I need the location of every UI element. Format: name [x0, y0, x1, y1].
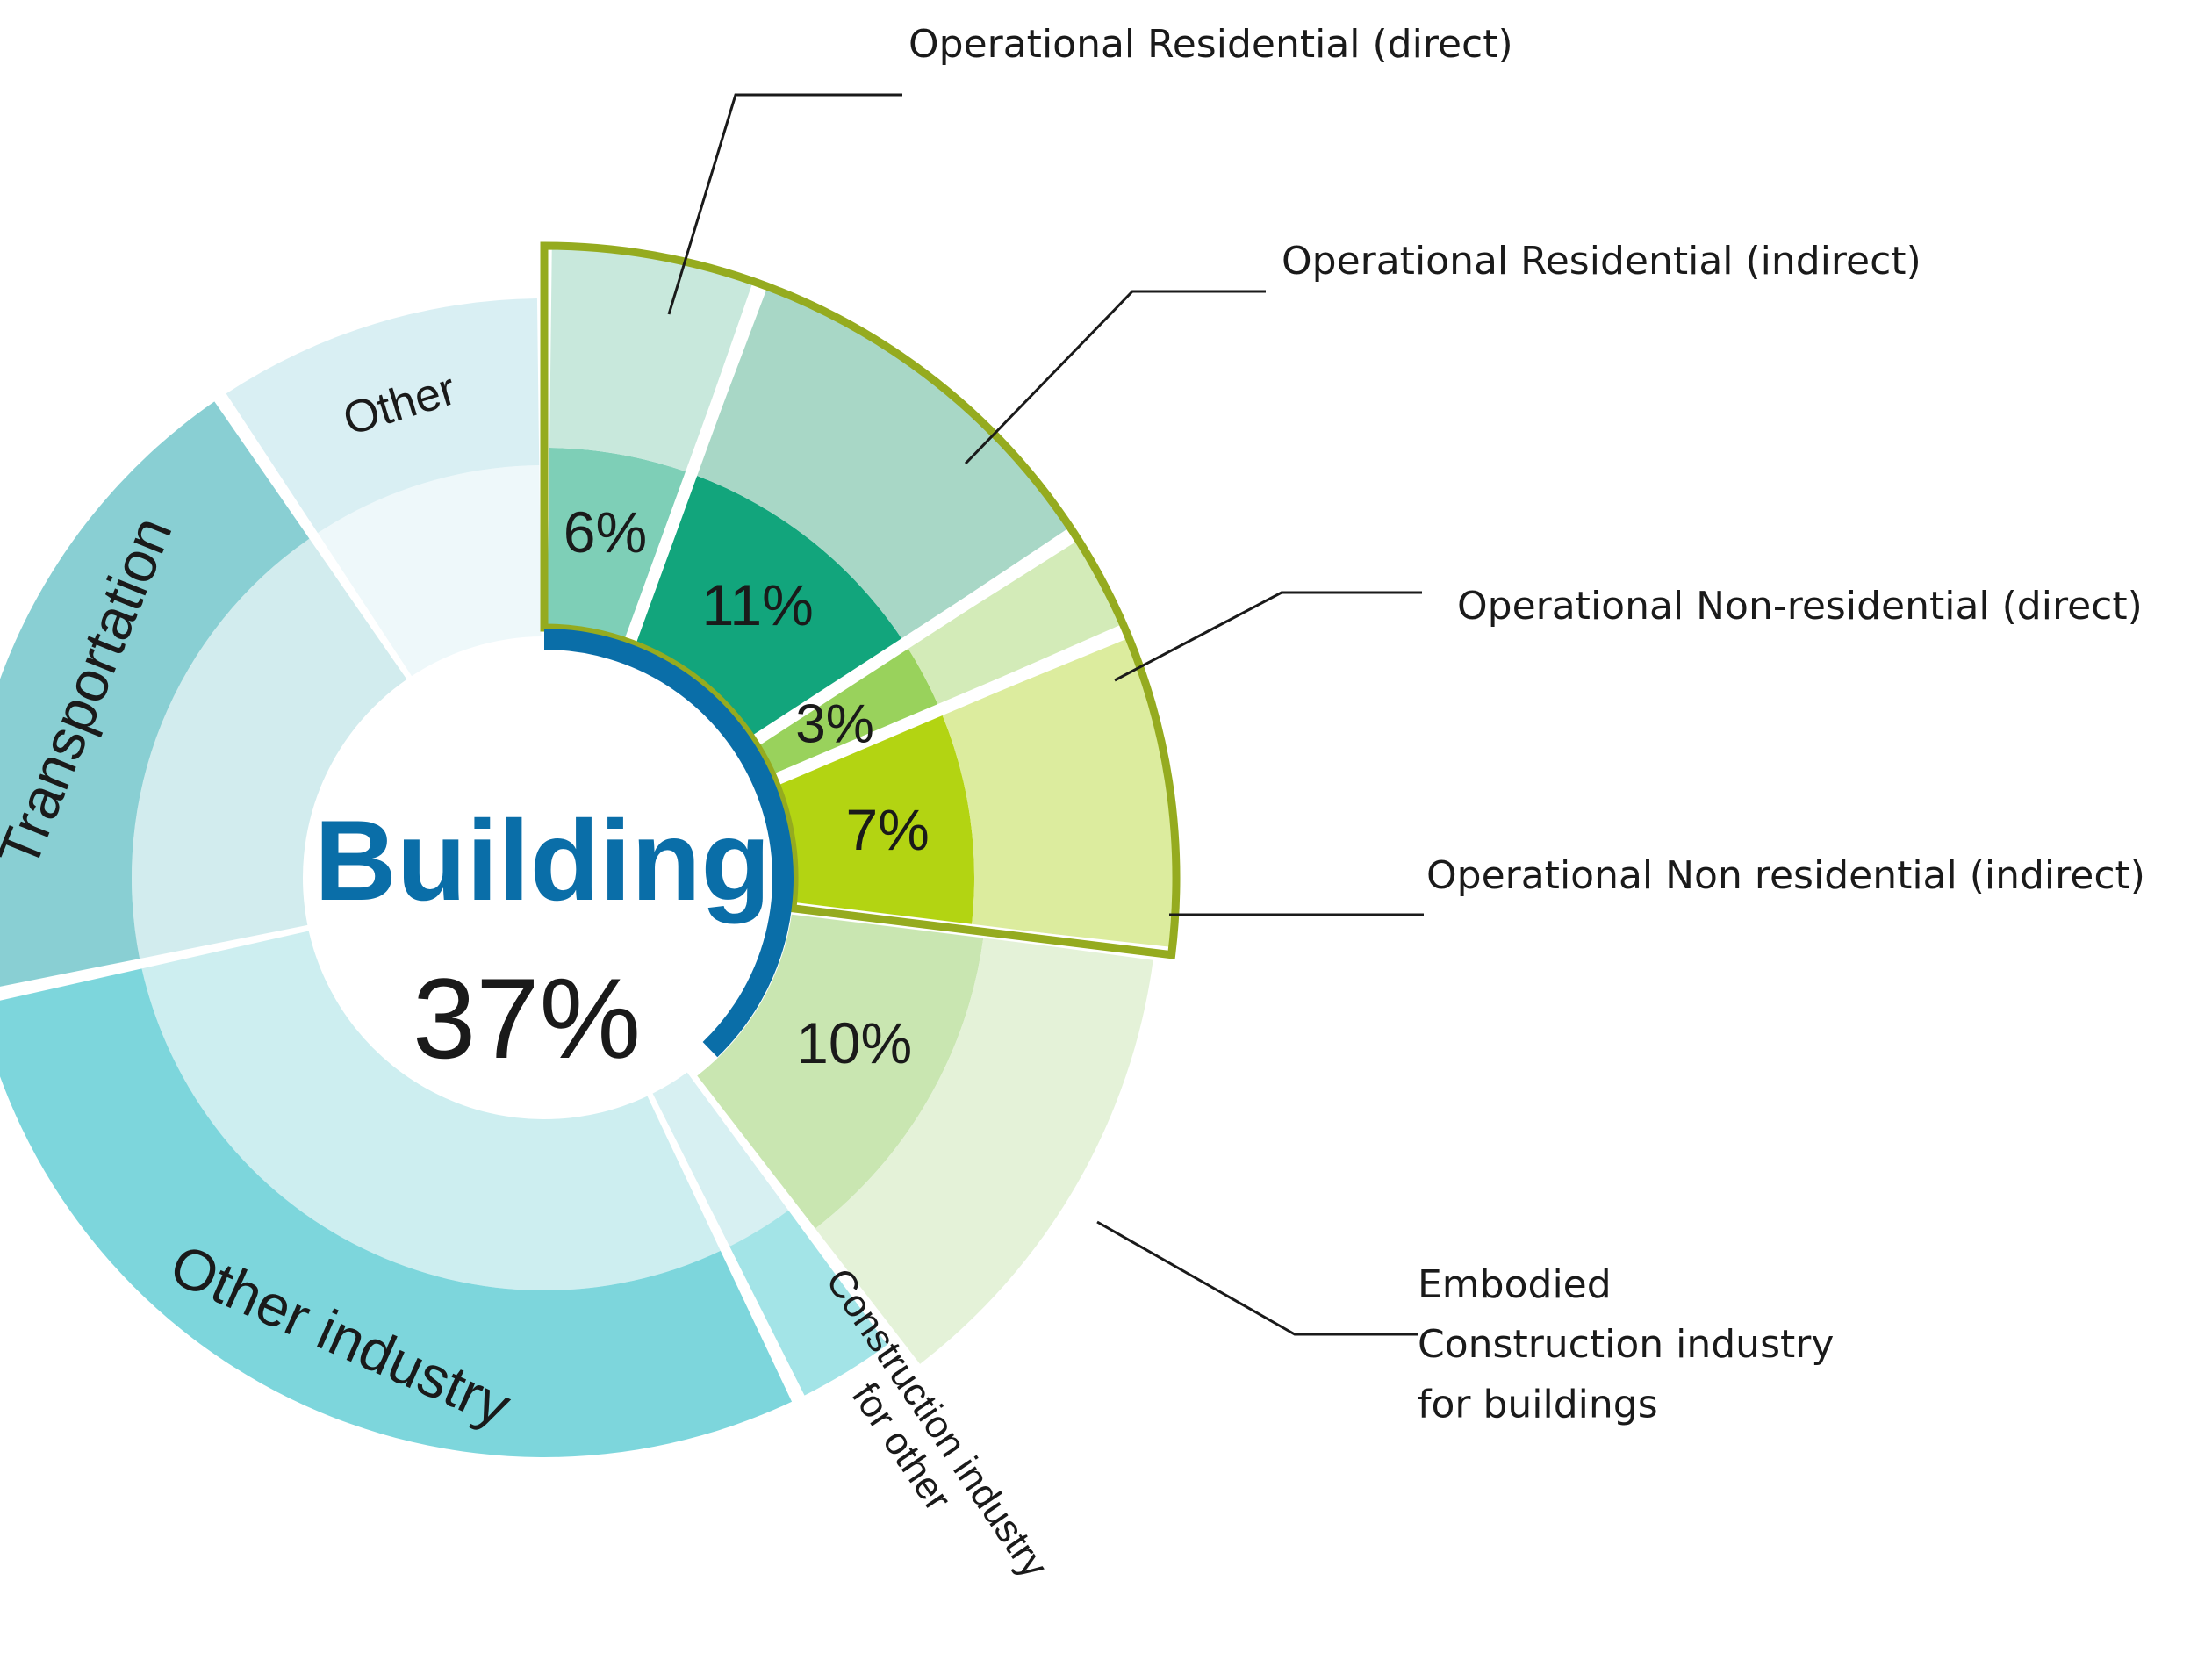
- segments-layer: [0, 246, 1177, 1457]
- segment-outer-other_industry: [0, 968, 793, 1457]
- callout-label-res_direct: Operational Residential (direct): [908, 22, 1513, 67]
- segment-outer-transportation: [0, 401, 310, 987]
- value-label-nonres_direct: 3%: [795, 694, 874, 755]
- highlight-outline: [540, 241, 1181, 959]
- center-title: Building: [314, 796, 771, 924]
- leader-line-res_indirect: [964, 290, 1266, 465]
- callout-label-nonres_indirect: Operational Non residential (indirect): [1426, 853, 2145, 898]
- callout-label-nonres_direct: Operational Non-residential (direct): [1457, 584, 2143, 629]
- leader-line-res_direct: [667, 93, 902, 315]
- segment-inner-embodied: [697, 911, 984, 1229]
- highlight-layer: [540, 241, 1181, 1058]
- leader-line-nonres_direct: [1114, 591, 1422, 682]
- segment-inner-res_direct: [547, 448, 686, 643]
- segment-outer-constr_other: [729, 1210, 887, 1396]
- segment-outer-nonres_indirect: [942, 637, 1176, 948]
- building-arc: [543, 629, 794, 1058]
- segment-inner-constr_other: [652, 1072, 789, 1247]
- callout-label-res_indirect: Operational Residential (indirect): [1282, 239, 1921, 284]
- value-label-nonres_indirect: 7%: [845, 797, 929, 862]
- segment-inner-res_indirect: [632, 475, 902, 739]
- value-label-embodied: 10%: [796, 1010, 912, 1075]
- segment-inner-nonres_indirect: [775, 715, 974, 925]
- segment-outer-other: [226, 298, 540, 534]
- segment-inner-nonres_direct: [755, 648, 938, 778]
- leader-line-embodied: [1096, 1220, 1418, 1336]
- segment-inner-transportation: [132, 538, 407, 959]
- segment-outer-res_direct: [549, 246, 753, 472]
- separator-line: [747, 526, 1081, 750]
- segment-outer-embodied: [815, 937, 1153, 1364]
- segment-inner-other_industry: [141, 931, 721, 1291]
- segment-outer-nonres_direct: [908, 540, 1124, 706]
- value-label-res_direct: 6%: [564, 499, 647, 564]
- center-value: 37%: [413, 954, 641, 1082]
- callouts-layer: Operational Residential (direct) Operatio…: [667, 22, 2145, 1426]
- segment-outer-res_indirect: [696, 286, 1071, 640]
- separator-line: [622, 277, 768, 650]
- separator-line: [768, 623, 1133, 788]
- value-label-res_indirect: 11%: [702, 572, 814, 637]
- segment-inner-other: [317, 465, 542, 677]
